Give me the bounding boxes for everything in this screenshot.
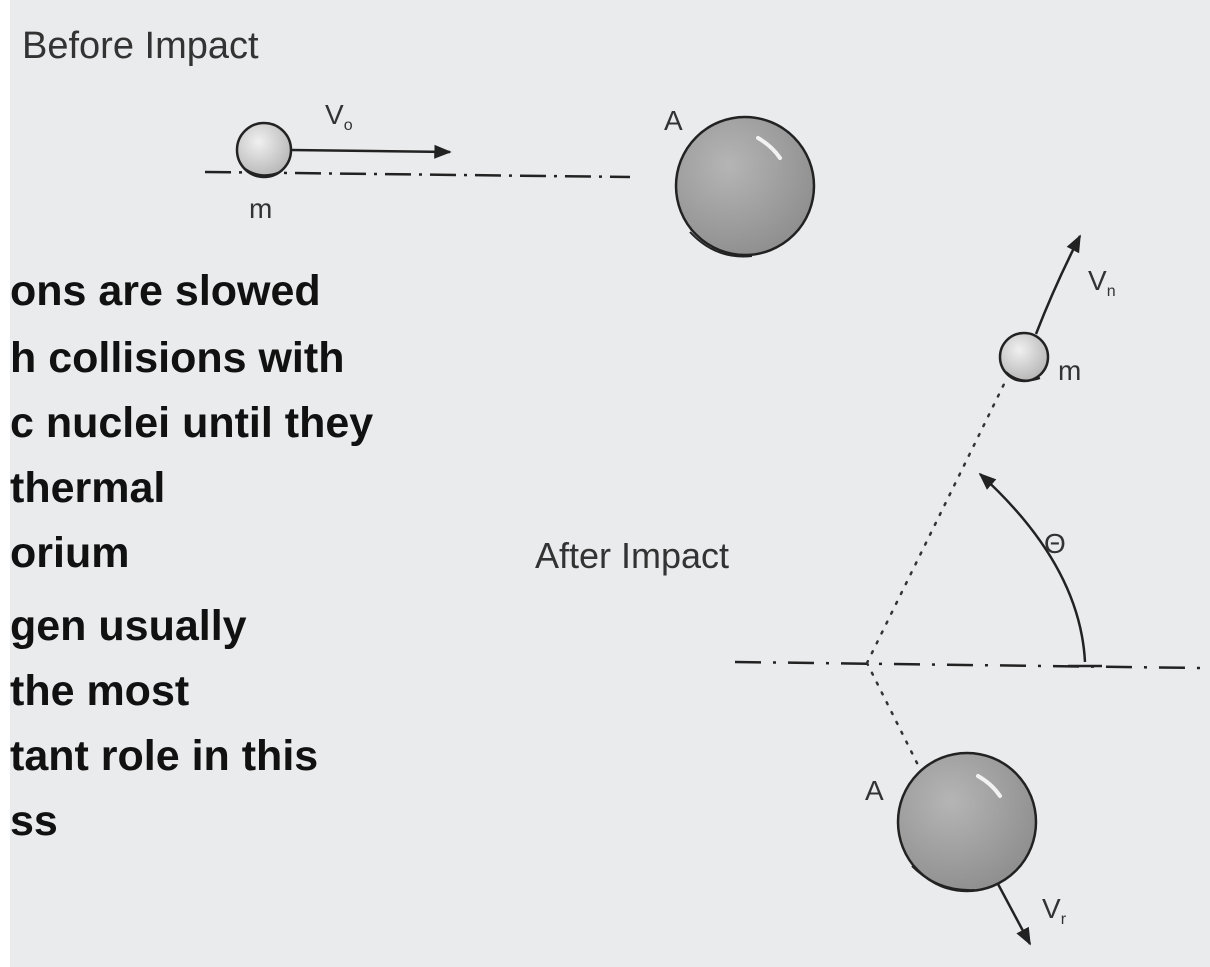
neutron-before-shadow — [243, 167, 281, 177]
nucleus-before-shadow — [689, 231, 753, 258]
nucleus-after-highlight — [976, 774, 1002, 798]
bullet-1-line-1: ons are slowed — [10, 267, 321, 315]
reference-axis-line — [734, 660, 1201, 670]
incoming-velocity-arrow — [290, 144, 452, 159]
bullet-2-line-2: the most — [10, 667, 190, 715]
nucleus-after-label: A — [865, 775, 884, 806]
incoming-velocity-label: Vo — [325, 99, 353, 134]
nucleus-after — [896, 751, 1038, 893]
collision-diagram: Before Impact Vo m A After Impact Vn m Θ — [22, 25, 1201, 946]
after-impact-label: After Impact — [535, 535, 729, 576]
bullet-2-line-1: gen usually — [10, 602, 247, 650]
outgoing-velocity-label: Vn — [1088, 265, 1116, 300]
neutron-path-dotted — [865, 378, 1008, 665]
bullet-1-line-2: h collisions with — [10, 334, 345, 382]
neutron-after-shadow — [1005, 371, 1041, 382]
scatter-angle-label: Θ — [1044, 528, 1066, 559]
before-impact-label: Before Impact — [22, 25, 259, 67]
scatter-angle-arc — [978, 472, 1087, 663]
nucleus-after-shadow — [911, 865, 976, 892]
slide-canvas: Before Impact Vo m A After Impact Vn m Θ — [10, 0, 1210, 967]
bullet-1-line-4: thermal — [10, 464, 166, 512]
nucleus-path-dotted — [865, 661, 920, 767]
outgoing-velocity-arrow — [1034, 234, 1082, 335]
recoil-velocity-label: Vr — [1042, 893, 1067, 928]
nucleus-before — [674, 115, 816, 257]
bullet-1-line-5: orium — [10, 529, 130, 577]
nucleus-before-highlight — [756, 136, 782, 160]
nucleus-before-label: A — [664, 105, 683, 136]
bullet-1-line-3: c nuclei until they — [10, 399, 374, 447]
neutron-mass-before-label: m — [249, 193, 272, 224]
bullet-2-line-4: ss — [10, 797, 58, 845]
recoil-velocity-arrow — [996, 883, 1032, 946]
bullet-2-line-3: tant role in this — [10, 732, 319, 780]
neutron-mass-after-label: m — [1058, 355, 1081, 386]
